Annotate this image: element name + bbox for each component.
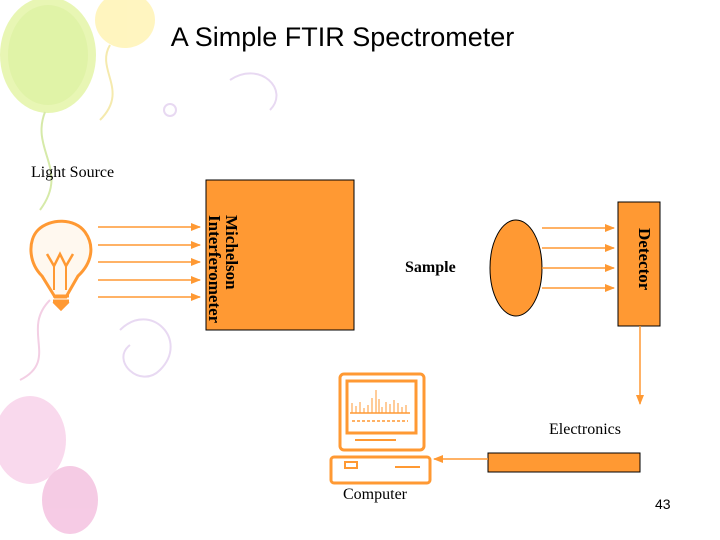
sample-label: Sample: [405, 259, 456, 276]
page-number: 43: [655, 496, 671, 512]
balloon-decoration-green: [0, 0, 96, 211]
light-beam-arrows: [98, 223, 201, 301]
sample-beam-arrows: [542, 224, 615, 292]
electronics-box: [487, 452, 641, 473]
computer-icon: [329, 372, 432, 485]
light-bulb-icon: [29, 219, 93, 312]
light-source-label: Light Source: [31, 164, 115, 181]
balloon-decoration-pink: [0, 299, 98, 534]
balloon-decoration-yellow: [95, 0, 155, 121]
slide-title: A Simple FTIR Spectrometer: [170, 22, 515, 52]
sample-ellipse: [489, 219, 543, 317]
detector-label: Detector: [635, 228, 654, 291]
detector-box: [617, 201, 661, 327]
electronics-label: Electronics: [549, 421, 621, 438]
computer-label: Computer: [343, 486, 407, 503]
interferometer-box: [205, 179, 355, 331]
